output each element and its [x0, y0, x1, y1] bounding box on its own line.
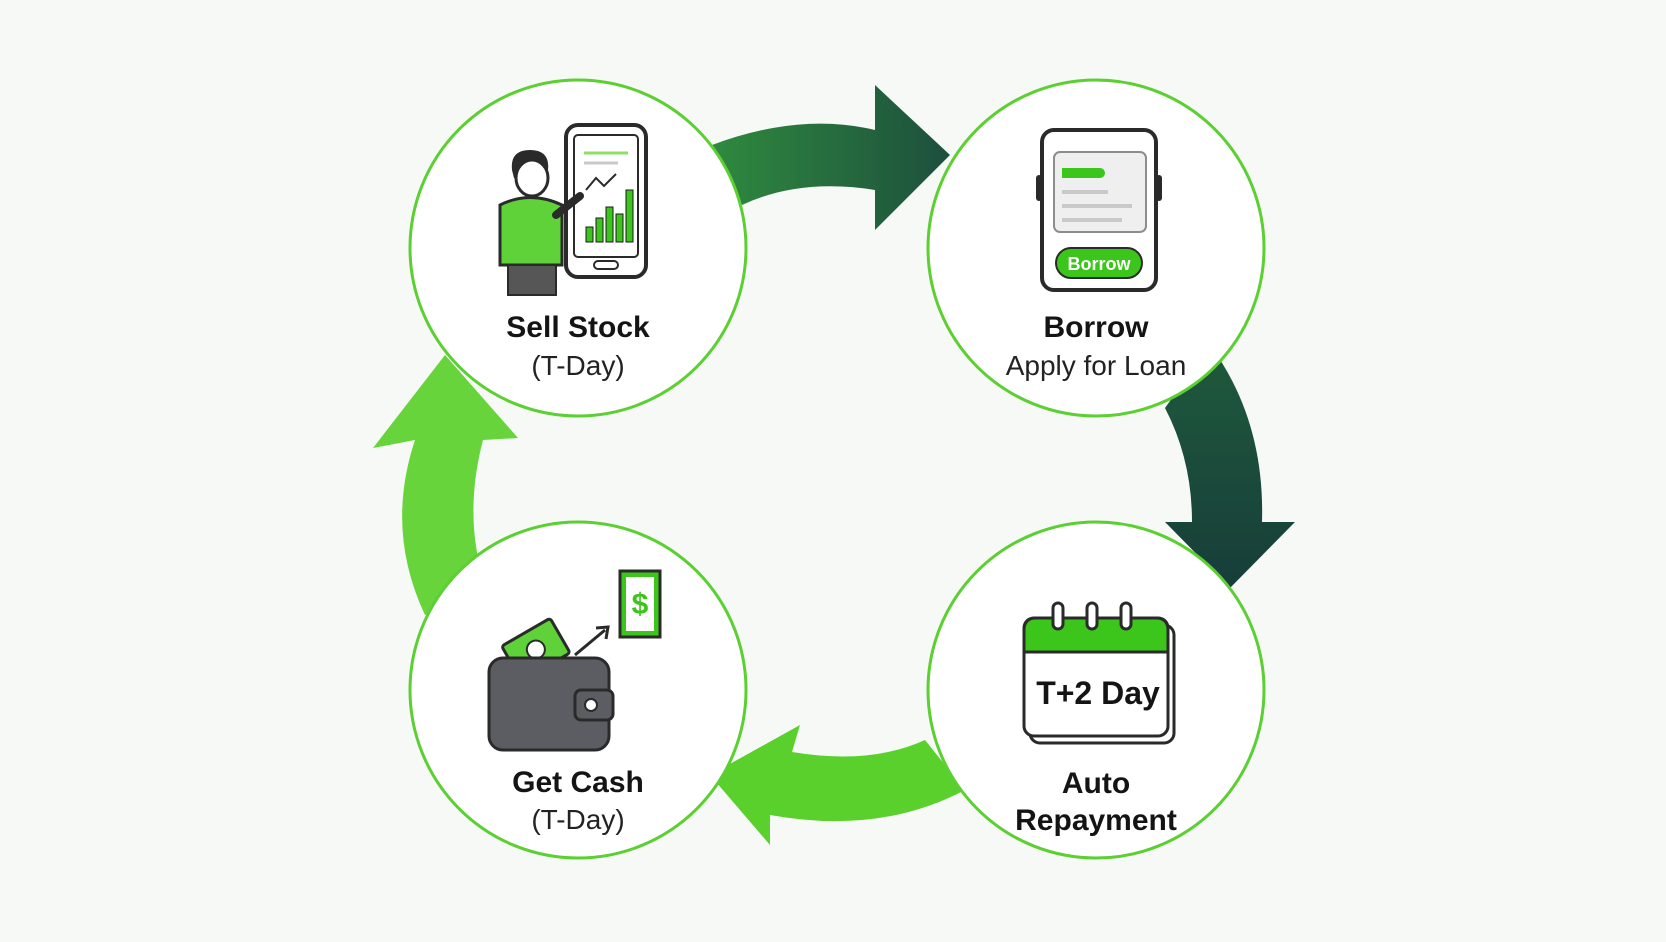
borrow-title: Borrow [1043, 311, 1149, 344]
cash-bill-symbol: $ [632, 588, 649, 621]
auto-repayment-title: Auto [1061, 767, 1131, 800]
phone-borrow-icon: Borrow [1036, 128, 1162, 292]
calendar-date-label: T+2 Day [1036, 675, 1160, 711]
sell-stock-subtitle: (T-Day) [531, 350, 625, 381]
calendar-icon: T+2 Day [1022, 601, 1176, 745]
get-cash-subtitle: (T-Day) [531, 804, 625, 835]
borrow-subtitle: Apply for Loan [1005, 350, 1187, 381]
person-phone-chart-icon [498, 123, 648, 296]
borrow-button-label: Borrow [1068, 254, 1132, 274]
arrow-cash-to-sell [373, 355, 518, 615]
get-cash-title: Get Cash [512, 766, 644, 799]
wallet-cash-icon: $ [487, 569, 662, 752]
arrow-borrow-to-repay [1165, 345, 1295, 588]
auto-repayment-subtitle: Repayment [1015, 804, 1177, 837]
arrow-repay-to-cash [710, 725, 965, 845]
sell-stock-title: Sell Stock [506, 311, 650, 344]
arrow-sell-to-borrow [712, 85, 950, 230]
borrow-button-graphic [1055, 247, 1143, 279]
